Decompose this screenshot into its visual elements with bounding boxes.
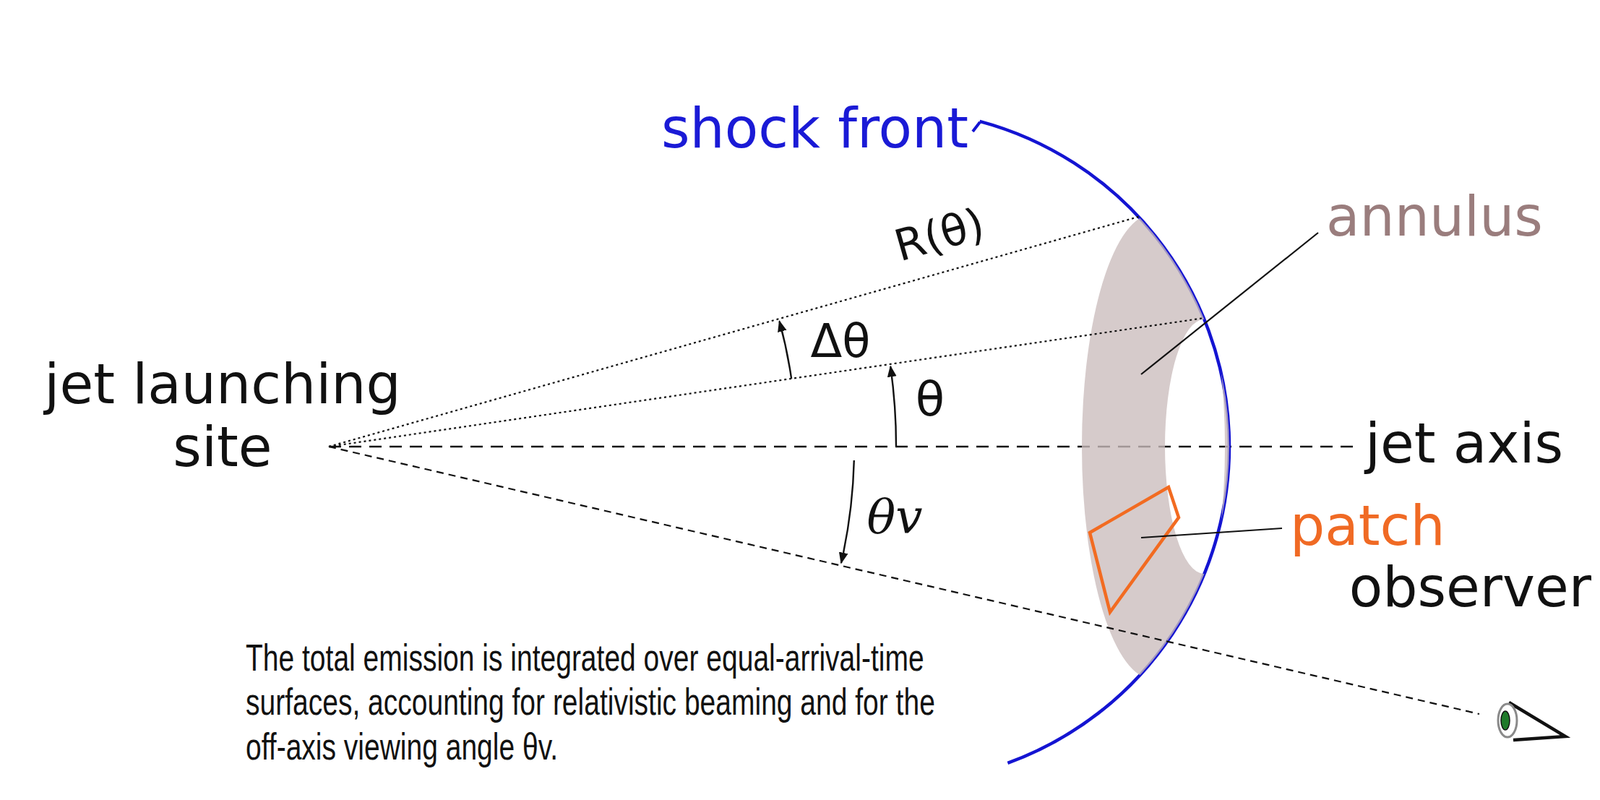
axis-label: jet axis — [1365, 411, 1564, 475]
patch-label: patch — [1289, 494, 1446, 558]
observer-eye — [1498, 702, 1566, 741]
angle-label: θv — [866, 489, 923, 545]
delta-theta-arc — [779, 321, 793, 379]
patch-outline — [1089, 487, 1179, 613]
shock-front-label: shock front — [661, 96, 969, 160]
caption-note: The total emission is integrated over eq… — [245, 635, 983, 769]
annulus-region — [1081, 213, 1243, 680]
observer-label: observer — [1349, 555, 1592, 619]
jet-axis-line — [328, 445, 1358, 449]
patch-leader — [1141, 528, 1283, 538]
ray-outer — [328, 216, 1139, 447]
angle-label: θ — [915, 372, 945, 428]
annulus-leader — [1141, 232, 1319, 375]
radius-label: R(θ) — [888, 198, 990, 272]
theta-v-arc — [841, 460, 855, 563]
annulus-label: annulus — [1326, 185, 1543, 248]
shock-front-tail — [972, 122, 980, 132]
theta-arc — [890, 366, 897, 447]
origin-label: jet launching site — [27, 352, 418, 480]
ray-inner — [328, 317, 1204, 447]
angle-label: Δθ — [810, 315, 871, 369]
